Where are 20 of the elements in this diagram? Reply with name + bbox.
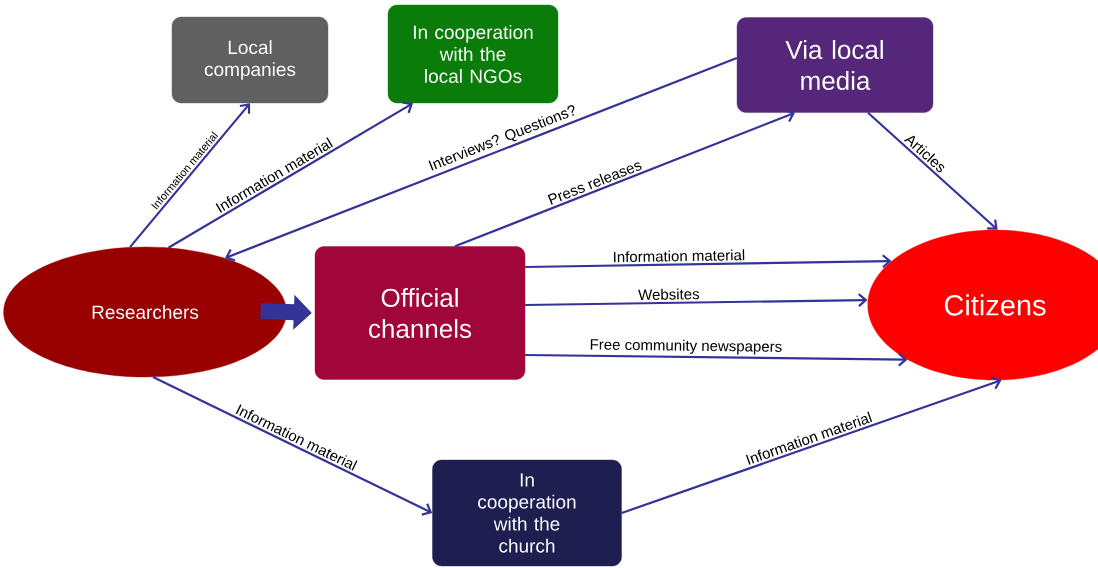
arrow bbox=[867, 111, 998, 230]
rounded-box: Via local media bbox=[736, 17, 934, 113]
edge-label: Information material bbox=[611, 248, 747, 264]
arrow bbox=[525, 293, 868, 307]
edge-label: Free community newspapers bbox=[588, 337, 784, 356]
rounded-box: Local companies bbox=[171, 16, 329, 104]
edge-label: Websites bbox=[637, 287, 701, 302]
arrow bbox=[224, 56, 738, 262]
arrow bbox=[454, 109, 795, 248]
arrow bbox=[152, 376, 433, 516]
rounded-box: In cooperation with the local NGOs bbox=[387, 4, 559, 104]
ellipse-node: Researchers bbox=[3, 246, 287, 378]
arrow bbox=[621, 376, 1002, 515]
ellipse-node: Citizens bbox=[867, 229, 1098, 381]
arrow bbox=[525, 352, 908, 367]
rounded-box: In cooperation with the church bbox=[432, 459, 622, 567]
arrow bbox=[129, 103, 251, 248]
rounded-box: Official channels bbox=[314, 246, 526, 380]
arrow bbox=[167, 101, 413, 249]
arrow bbox=[525, 254, 892, 269]
